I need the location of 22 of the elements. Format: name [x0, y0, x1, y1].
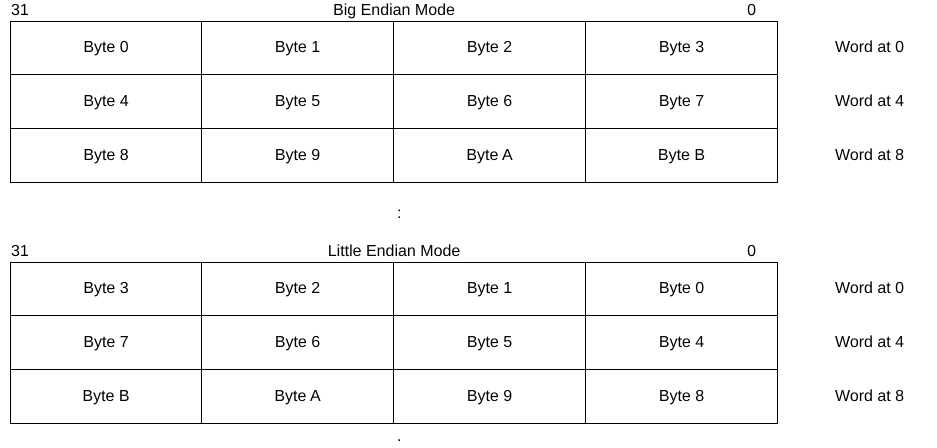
- row-label: Word at 8: [835, 387, 904, 407]
- bit-number: 0: [746, 1, 756, 21]
- table-cell: Byte 0: [10, 21, 202, 75]
- row-label: Word at 0: [835, 38, 904, 58]
- table-cell: Byte 0: [585, 262, 778, 316]
- table-cell: Byte B: [10, 369, 202, 424]
- ellipsis-mark: :: [397, 204, 402, 224]
- row-label: Word at 8: [835, 146, 904, 166]
- table-cell: Byte 8: [585, 369, 778, 424]
- table-title: Big Endian Mode: [332, 1, 456, 21]
- table-title: Little Endian Mode: [326, 242, 462, 262]
- bit-number: 0: [746, 242, 756, 262]
- bit-number: 31: [11, 1, 29, 21]
- table-cell: Byte 3: [10, 262, 202, 316]
- row-label: Word at 0: [835, 279, 904, 299]
- row-label: Word at 4: [835, 92, 904, 112]
- table-cell: Byte 3: [585, 21, 778, 75]
- row-label: Word at 4: [835, 333, 904, 353]
- table-cell: Byte B: [585, 128, 778, 183]
- ellipsis-mark: .: [397, 427, 402, 447]
- table-cell: Byte 8: [10, 128, 202, 183]
- bit-number: 31: [11, 242, 29, 262]
